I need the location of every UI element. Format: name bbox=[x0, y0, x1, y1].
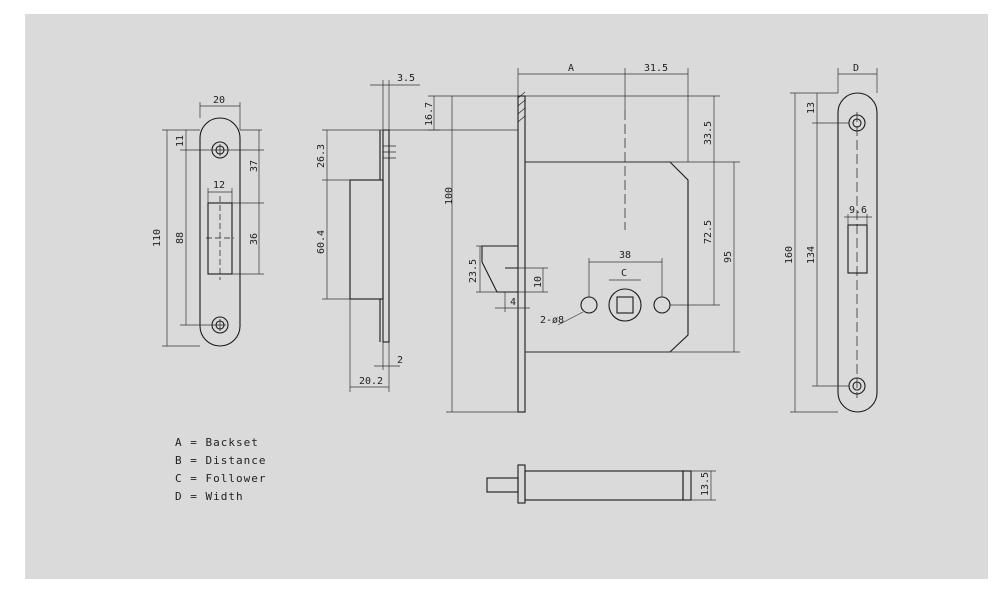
legend: A = Backset B = Distance C = Follower D … bbox=[175, 436, 266, 503]
dim-side-depth: 20.2 bbox=[359, 376, 383, 387]
side-view bbox=[349, 129, 396, 343]
legend-item-a: A = Backset bbox=[175, 436, 259, 449]
dim-main-case-height: 95 bbox=[723, 251, 734, 263]
bolt-body bbox=[524, 470, 684, 501]
dim-main-latch-gap: 10 bbox=[533, 276, 544, 288]
dim-faceplate-narrow-top: 11 bbox=[175, 135, 186, 147]
faceplate-wide bbox=[837, 92, 878, 413]
dim-faceplate-wide-top: 13 bbox=[806, 102, 817, 114]
dim-main-upper: 33.5 bbox=[703, 121, 714, 145]
dim-main-top-offset: 16.7 bbox=[424, 102, 435, 126]
dim-side-thickness: 3.5 bbox=[397, 73, 415, 84]
main-hole-right bbox=[653, 296, 671, 314]
faceplate-wide-outline bbox=[837, 92, 878, 413]
dim-faceplate-wide-overall: 160 bbox=[784, 246, 795, 264]
dim-main-follower: C bbox=[621, 268, 627, 279]
dim-main-latch-height: 23.5 bbox=[468, 259, 479, 283]
dim-bolt-height: 13.5 bbox=[700, 472, 711, 496]
mortise-lock-drawing: 20 11 37 12 36 88 110 3.5 26.3 60.4 20.2… bbox=[152, 63, 878, 504]
main-view-dims bbox=[428, 68, 740, 413]
dim-side-body: 60.4 bbox=[316, 230, 327, 254]
legend-item-d: D = Width bbox=[175, 490, 244, 503]
dim-faceplate-wide-width: D bbox=[853, 63, 859, 74]
main-latch bbox=[481, 245, 518, 293]
bolt-forend bbox=[517, 464, 526, 504]
faceplate-wide-slot bbox=[847, 224, 868, 274]
bolt-stub bbox=[486, 477, 519, 493]
dim-main-height: 100 bbox=[444, 187, 455, 205]
main-forend bbox=[517, 95, 526, 413]
dim-faceplate-wide-hole-spacing: 134 bbox=[806, 246, 817, 264]
dim-main-depth-right: 31.5 bbox=[644, 63, 668, 74]
main-follower bbox=[608, 288, 642, 322]
dim-faceplate-narrow-hole-spacing: 88 bbox=[175, 232, 186, 244]
faceplate-narrow bbox=[199, 117, 241, 347]
dim-main-backset: A bbox=[568, 63, 574, 74]
dim-side-offset: 26.3 bbox=[316, 144, 327, 168]
dim-faceplate-narrow-slot-height: 36 bbox=[249, 233, 260, 245]
faceplate-narrow-outline bbox=[199, 117, 241, 347]
dim-faceplate-narrow-width: 20 bbox=[213, 95, 225, 106]
dim-side-plate: 2 bbox=[397, 355, 403, 366]
main-view bbox=[481, 91, 689, 413]
main-hole-left bbox=[580, 296, 598, 314]
dim-faceplate-narrow-overall: 110 bbox=[152, 229, 163, 247]
side-view-plate bbox=[382, 129, 390, 343]
main-follower-square bbox=[616, 296, 634, 314]
side-view-body bbox=[349, 179, 384, 300]
dim-main-latch-step: 4 bbox=[510, 297, 516, 308]
faceplate-narrow-dims bbox=[162, 102, 264, 347]
bolt-view bbox=[486, 464, 692, 504]
bolt-view-dims bbox=[691, 470, 716, 501]
dim-faceplate-narrow-slot-width: 12 bbox=[213, 180, 225, 191]
legend-item-c: C = Follower bbox=[175, 472, 266, 485]
dim-faceplate-narrow-hole-slot: 37 bbox=[249, 160, 260, 172]
dim-faceplate-wide-slot-width: 9.6 bbox=[849, 205, 867, 216]
dim-main-holes: 2-ø8 bbox=[540, 315, 564, 326]
dim-main-to-follower: 72.5 bbox=[703, 220, 714, 244]
side-view-dims bbox=[322, 80, 440, 392]
dim-main-spacing: 38 bbox=[619, 250, 631, 261]
drawing-panel: 20 11 37 12 36 88 110 3.5 26.3 60.4 20.2… bbox=[25, 14, 988, 579]
faceplate-wide-dims bbox=[790, 68, 878, 413]
legend-item-b: B = Distance bbox=[175, 454, 266, 467]
bolt-tail bbox=[682, 470, 692, 501]
